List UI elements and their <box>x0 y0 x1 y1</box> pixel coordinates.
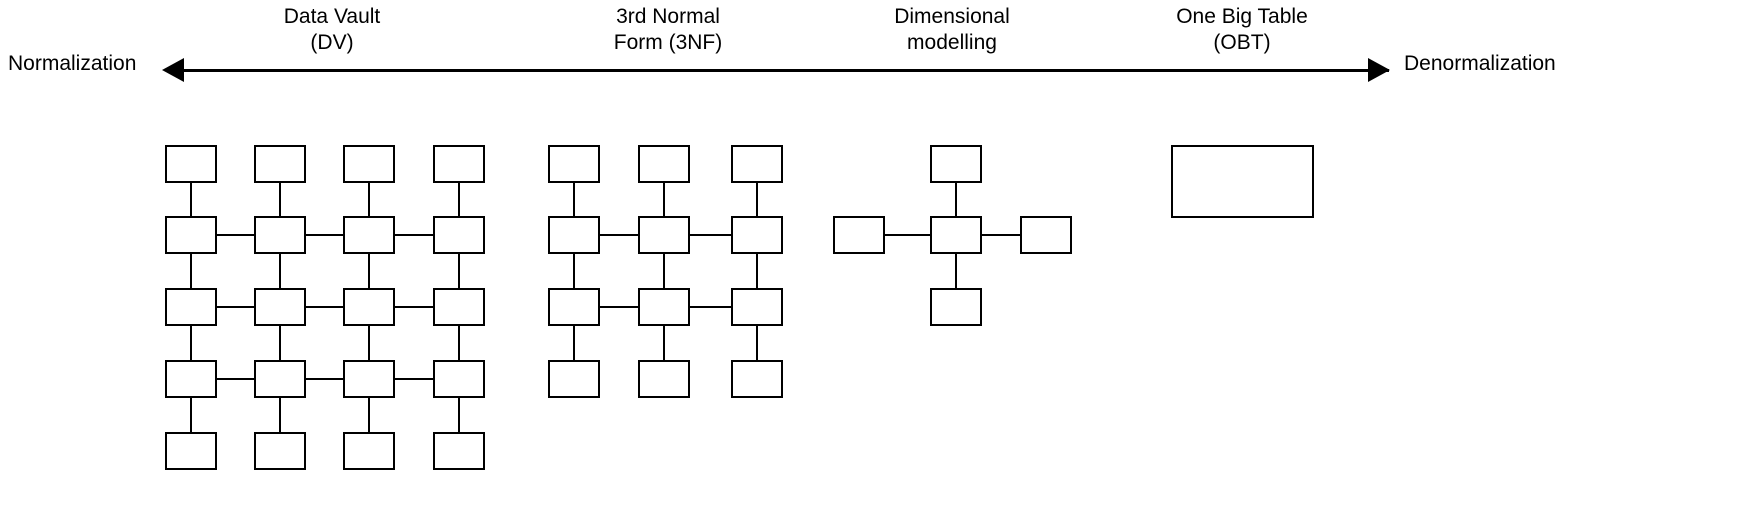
dv-vlink <box>189 183 193 216</box>
dv-vlink <box>457 183 461 216</box>
caption-dimensional-modelling: Dimensional modelling <box>894 5 1010 54</box>
dv-node <box>254 216 306 254</box>
dv-hlink <box>306 233 343 237</box>
dv-node <box>254 360 306 398</box>
dv-node <box>165 145 217 183</box>
3nf-vlink <box>572 254 576 288</box>
3nf-vlink <box>662 254 666 288</box>
dv-node <box>254 432 306 470</box>
3nf-node <box>638 216 690 254</box>
3nf-node <box>638 145 690 183</box>
dv-vlink <box>278 398 282 432</box>
dv-node <box>343 216 395 254</box>
obt-node <box>1171 145 1314 218</box>
dv-hlink <box>306 377 343 381</box>
caption-data-vault: Data Vault (DV) <box>283 5 381 54</box>
dv-node <box>343 360 395 398</box>
dv-node <box>165 288 217 326</box>
axis-label-denormalization: Denormalization <box>1404 52 1556 75</box>
dv-node <box>165 360 217 398</box>
3nf-vlink <box>662 326 666 360</box>
dv-node <box>254 288 306 326</box>
dv-hlink <box>217 377 254 381</box>
3nf-node <box>548 360 600 398</box>
dim-hlink <box>982 233 1020 237</box>
spectrum-axis-line <box>167 69 1389 72</box>
dim-node-bottom <box>930 288 982 326</box>
dv-node <box>343 145 395 183</box>
dv-node <box>433 288 485 326</box>
3nf-hlink <box>600 305 638 309</box>
dim-node-left <box>833 216 885 254</box>
dv-hlink <box>217 305 254 309</box>
dv-node <box>433 216 485 254</box>
dim-node-right <box>1020 216 1072 254</box>
3nf-node <box>731 360 783 398</box>
dv-hlink <box>395 233 433 237</box>
dv-vlink <box>367 326 371 360</box>
dv-vlink <box>278 254 282 288</box>
dim-node-center <box>930 216 982 254</box>
dv-node <box>254 145 306 183</box>
dv-node <box>433 145 485 183</box>
3nf-node <box>731 216 783 254</box>
3nf-hlink <box>690 233 731 237</box>
3nf-node <box>638 360 690 398</box>
dv-vlink <box>457 254 461 288</box>
dim-vlink <box>954 183 958 216</box>
dv-node <box>165 216 217 254</box>
dv-vlink <box>189 398 193 432</box>
3nf-vlink <box>755 254 759 288</box>
3nf-vlink <box>755 183 759 216</box>
3nf-node <box>731 145 783 183</box>
3nf-hlink <box>690 305 731 309</box>
dim-vlink <box>954 254 958 288</box>
dv-hlink <box>395 377 433 381</box>
dv-node <box>343 432 395 470</box>
3nf-vlink <box>755 326 759 360</box>
dv-hlink <box>395 305 433 309</box>
3nf-node <box>548 216 600 254</box>
caption-third-normal-form: 3rd Normal Form (3NF) <box>613 5 723 54</box>
arrow-right-icon <box>1368 58 1390 82</box>
dv-vlink <box>367 183 371 216</box>
3nf-node <box>548 288 600 326</box>
dv-hlink <box>217 233 254 237</box>
dv-vlink <box>457 398 461 432</box>
3nf-hlink <box>600 233 638 237</box>
dv-node <box>433 432 485 470</box>
caption-one-big-table: One Big Table (OBT) <box>1176 5 1308 54</box>
dim-hlink <box>885 233 930 237</box>
dv-vlink <box>457 326 461 360</box>
dim-node-top <box>930 145 982 183</box>
3nf-vlink <box>662 183 666 216</box>
dv-hlink <box>306 305 343 309</box>
dv-vlink <box>278 183 282 216</box>
3nf-vlink <box>572 183 576 216</box>
axis-label-normalization: Normalization <box>8 52 137 75</box>
dv-vlink <box>278 326 282 360</box>
3nf-node <box>731 288 783 326</box>
3nf-node <box>638 288 690 326</box>
dv-vlink <box>367 398 371 432</box>
3nf-node <box>548 145 600 183</box>
dv-vlink <box>189 326 193 360</box>
dv-vlink <box>189 254 193 288</box>
dv-node <box>343 288 395 326</box>
dv-vlink <box>367 254 371 288</box>
dv-node <box>165 432 217 470</box>
3nf-vlink <box>572 326 576 360</box>
dv-node <box>433 360 485 398</box>
